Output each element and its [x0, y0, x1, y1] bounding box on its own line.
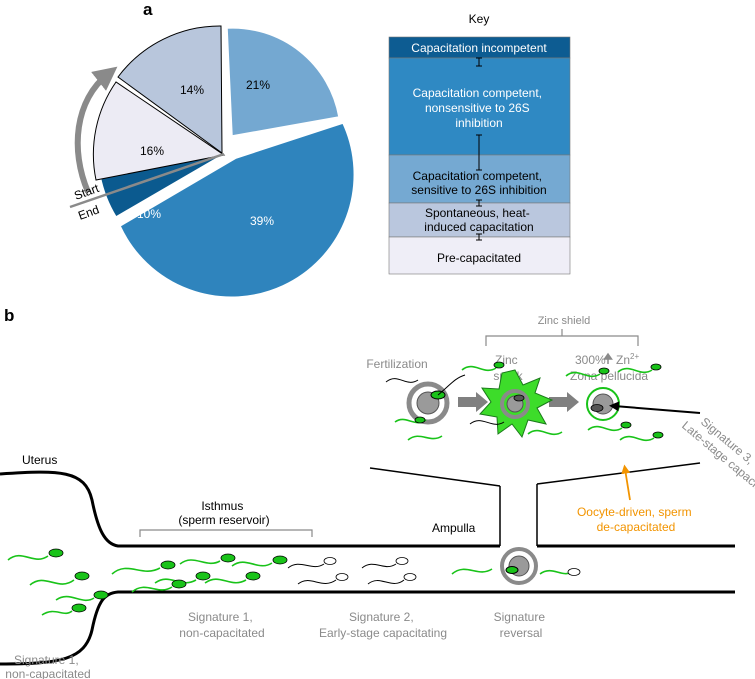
pie-slice-21: [226, 27, 340, 137]
zinc-spark: [479, 369, 554, 439]
magnification-lines: [369, 462, 701, 546]
uterus-label: Uterus: [22, 453, 57, 467]
isthmus-label: Isthmus (sperm reservoir): [178, 499, 269, 527]
signature1-uterus-label: Signature 1, non-capacitated: [5, 653, 90, 679]
pie-label-16: 16%: [140, 144, 164, 158]
zinc-shield-bracket: [485, 329, 639, 346]
pie-label-10: 10%: [137, 207, 161, 221]
pie-slice-39: [119, 122, 356, 299]
sperm-isthmus: [111, 553, 288, 593]
pie-chart: 21% 39% 10% 16% 14% Start End: [69, 25, 356, 299]
key-row-spontaneous: [388, 202, 571, 238]
key-row-precapacitated: [388, 236, 571, 275]
signature1-label: Signature 1, non-capacitated: [179, 610, 264, 640]
key-title: Key: [469, 12, 490, 26]
ampulla-label: Ampulla: [432, 521, 476, 535]
oocyte-driven-label: Oocyte-driven, sperm de-capacitated: [577, 505, 695, 534]
zona-pellucida-label: Zona pellucida: [570, 369, 648, 383]
isthmus-bracket: [139, 529, 313, 537]
stage-arrow-2: [549, 392, 579, 412]
sperm-cells: [7, 361, 664, 616]
signature3-arrow: [609, 401, 701, 414]
panel-a-letter: a: [143, 0, 153, 19]
sperm-capacitating: [287, 557, 417, 585]
oocyte-fertilization: [406, 374, 466, 425]
zn-label: Zn2+: [616, 352, 639, 367]
key-label-incompetent: Capacitation incompetent: [411, 41, 547, 55]
panel-b-letter: b: [4, 306, 14, 325]
oocyte-zona: [586, 387, 620, 421]
sperm-fertilization: [385, 361, 664, 442]
start-end-line: [69, 152, 225, 209]
zinc-shield-label: Zinc shield: [538, 315, 591, 327]
key-label-sensitive: Capacitation competent, sensitive to 26S…: [411, 169, 546, 197]
oocyte-ampulla: [500, 547, 538, 585]
pie-slice-14: [117, 25, 223, 154]
up-arrow-icon: [603, 352, 613, 364]
fertilization-label: Fertilization: [366, 357, 427, 371]
sperm-uterus: [7, 548, 109, 616]
signature3-label: Signature 3, Late-stage capacitated: [679, 407, 755, 507]
oocyte-driven-arrow: [621, 464, 631, 501]
pie-label-14: 14%: [180, 83, 204, 97]
pie-label-39: 39%: [250, 214, 274, 228]
end-label: End: [76, 202, 101, 222]
pie-label-21: 21%: [246, 78, 270, 92]
key-text-incompetent: Capacitation incompetent: [411, 41, 547, 55]
oviduct: [0, 470, 735, 666]
signature-reversal-label: Signature reversal: [494, 610, 549, 640]
key-label-spontaneous: Spontaneous, heat- induced capacitation: [424, 206, 533, 234]
sperm-ampulla: [451, 568, 581, 576]
key: Key Capacitation incompetent Capacitatio…: [388, 12, 571, 275]
signature2-label: Signature 2, Early-stage capacitating: [319, 610, 447, 640]
stage-arrow-1: [458, 392, 488, 412]
start-label: Start: [72, 181, 101, 203]
percent-300-label: 300%: [575, 353, 606, 367]
key-label-precapacitated: Pre-capacitated: [437, 251, 521, 265]
key-label-nonsensitive: Capacitation competent, nonsensitive to …: [413, 86, 546, 130]
rotation-arrow: [74, 66, 118, 194]
error-bars: [476, 57, 482, 241]
